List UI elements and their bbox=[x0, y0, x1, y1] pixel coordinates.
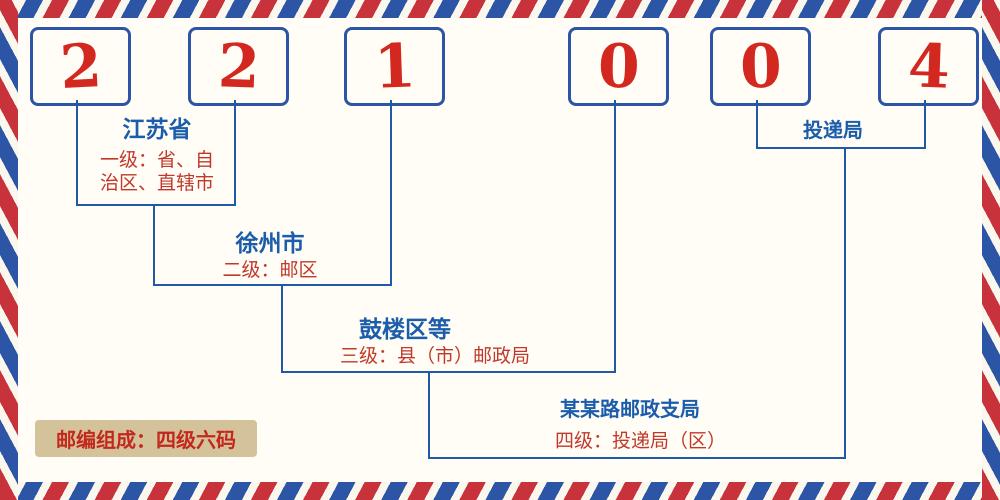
line-box6-drop bbox=[924, 100, 926, 149]
digit-4: 0 bbox=[597, 31, 640, 102]
line-step-level3-level4 bbox=[428, 371, 430, 459]
airmail-border-right bbox=[982, 0, 1000, 500]
line-box5-drop bbox=[756, 100, 758, 149]
composition-note-text: 邮编组成：四级六码 bbox=[56, 428, 236, 452]
airmail-border-bottom bbox=[0, 482, 1000, 500]
digit-box-2: 2 bbox=[188, 27, 289, 106]
level3-desc: 三级：县（市）邮政局 bbox=[339, 345, 530, 367]
digit-box-4: 0 bbox=[568, 27, 669, 106]
digit-box-6: 4 bbox=[878, 27, 979, 106]
level1-desc-line2: 治区、直辖市 bbox=[99, 172, 214, 194]
line-level4-underline bbox=[428, 457, 846, 459]
level1-desc-line1: 一级：省、自 bbox=[99, 149, 214, 171]
digit-3: 1 bbox=[372, 30, 417, 103]
level2-desc: 二级：邮区 bbox=[222, 259, 318, 281]
digit-6: 4 bbox=[906, 30, 951, 103]
composition-note: 邮编组成：四级六码 bbox=[35, 420, 257, 457]
digit-1: 2 bbox=[57, 30, 104, 103]
line-level2-underline bbox=[153, 284, 392, 286]
digit-5: 0 bbox=[739, 31, 782, 102]
line-box3-drop bbox=[390, 100, 392, 286]
line-box4-drop bbox=[614, 100, 616, 373]
level4-desc: 四级：投递局（区） bbox=[554, 430, 726, 452]
line-delivery-riser bbox=[844, 148, 846, 459]
level2-name: 徐州市 bbox=[235, 231, 305, 257]
digit-box-5: 0 bbox=[710, 27, 811, 106]
digit-box-3: 1 bbox=[344, 27, 445, 106]
line-step-level1-level2 bbox=[153, 204, 155, 286]
level3-name: 鼓楼区等 bbox=[359, 317, 451, 343]
level1-name: 江苏省 bbox=[122, 117, 192, 143]
line-delivery-underline bbox=[756, 147, 926, 149]
airmail-border-top bbox=[0, 0, 1000, 18]
line-level3-underline bbox=[281, 371, 616, 373]
delivery-bureau-label: 投递局 bbox=[803, 118, 863, 142]
line-step-level2-level3 bbox=[281, 284, 283, 373]
digit-2: 2 bbox=[216, 30, 261, 103]
line-level1-underline bbox=[76, 204, 236, 206]
level4-name: 某某路邮政支局 bbox=[560, 397, 700, 421]
digit-box-1: 2 bbox=[30, 27, 131, 106]
line-box1-drop bbox=[76, 100, 78, 206]
line-box2-drop bbox=[234, 100, 236, 206]
airmail-border-left bbox=[0, 0, 18, 500]
